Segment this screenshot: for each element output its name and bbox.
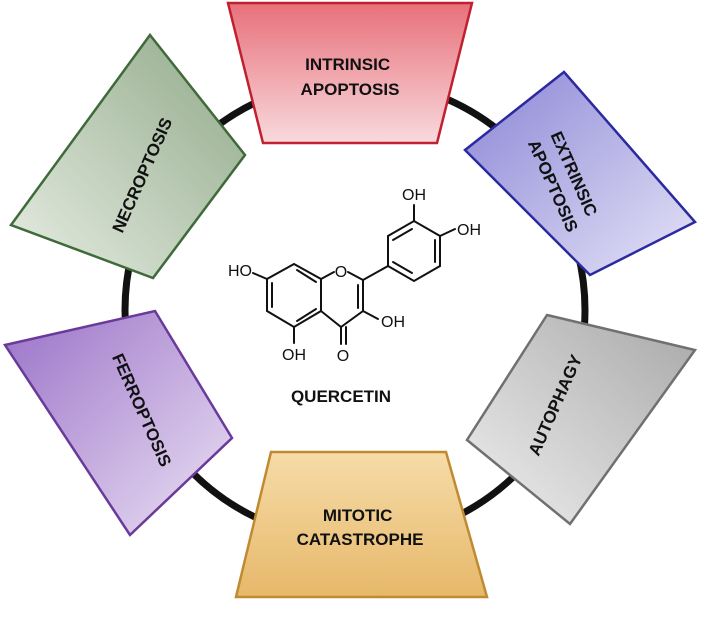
carbonyl-oxygen-label: O xyxy=(337,348,349,365)
pathway-label-line: CATASTROPHE xyxy=(297,530,424,549)
compound-name: QUERCETIN xyxy=(291,387,391,406)
pathway-shape xyxy=(9,32,247,280)
pathway-shape xyxy=(234,450,489,599)
pathway-label-line: INTRINSIC xyxy=(305,55,390,74)
pathway-mitotic-catastrophe: MITOTIC CATASTROPHE xyxy=(234,450,489,599)
quercetin-structure: OH OH HO O OH OH O xyxy=(228,187,481,365)
hydroxyl-label: OH xyxy=(282,347,306,364)
pathway-shape xyxy=(2,309,234,537)
pathway-shape xyxy=(463,70,698,277)
pathway-extrinsic-apoptosis: EXTRINSIC APOPTOSIS xyxy=(463,70,698,277)
hydroxyl-label: OH xyxy=(457,222,481,239)
pathway-shape xyxy=(226,1,474,145)
ring-c xyxy=(320,271,364,345)
ring-oxygen-label: O xyxy=(335,264,347,281)
pathway-label: INTRINSIC APOPTOSIS xyxy=(301,55,400,99)
hydroxyl-label: OH xyxy=(402,187,426,204)
pathway-label-line: APOPTOSIS xyxy=(301,80,400,99)
pathway-autophagy: AUTOPHAGY xyxy=(465,313,698,526)
hydroxyl-label: OH xyxy=(381,314,405,331)
hydroxyl-label: HO xyxy=(228,263,252,280)
ring-a xyxy=(266,263,322,329)
pathway-label-line: MITOTIC xyxy=(323,506,393,525)
pathway-label: MITOTIC CATASTROPHE xyxy=(297,506,424,549)
ring-b xyxy=(362,204,456,283)
pathway-necroptosis: NECROPTOSIS xyxy=(9,32,247,280)
pathway-ferroptosis: FERROPTOSIS xyxy=(2,309,234,537)
pathway-shape xyxy=(465,313,698,526)
pathway-intrinsic-apoptosis: INTRINSIC APOPTOSIS xyxy=(226,1,474,145)
